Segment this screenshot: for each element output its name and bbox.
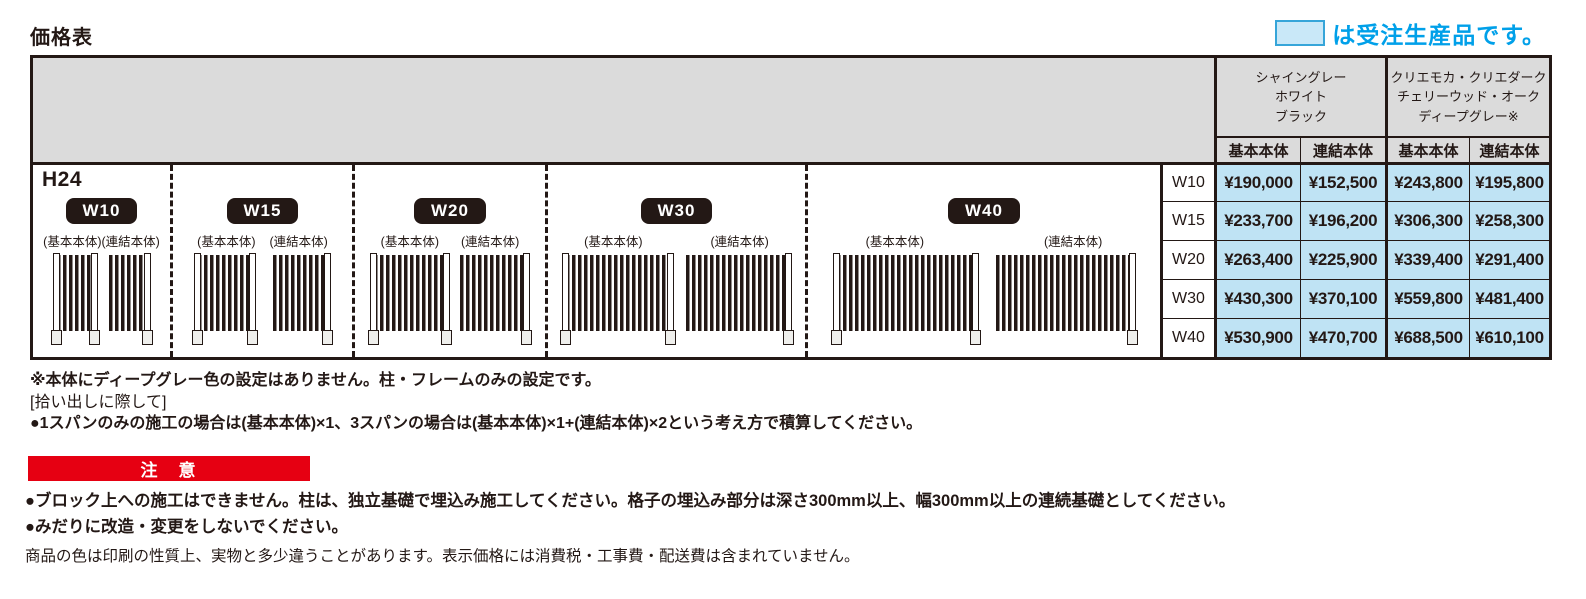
price-cell: ¥195,800 — [1469, 162, 1549, 201]
price-cell: ¥225,900 — [1300, 240, 1385, 279]
section-w30: W30 (基本本体) (連結本体) — [548, 165, 808, 357]
disclaimer-text: 商品の色は印刷の性質上、実物と多少違うことがあります。表示価格には消費税・工事費… — [25, 547, 860, 565]
price-cell: ¥339,400 — [1385, 240, 1469, 279]
price-cell: ¥306,300 — [1385, 201, 1469, 240]
basic-fence-illustration — [50, 253, 100, 345]
subheader-basic-2: 基本本体 — [1385, 136, 1469, 162]
link-body-label: (連結本体) — [269, 235, 328, 249]
basic-body-label: (基本本体) — [197, 235, 256, 249]
link-body-label: (連結本体) — [101, 235, 160, 249]
width-badge: W40 — [948, 198, 1020, 224]
subheader-link-1: 連結本体 — [1300, 136, 1385, 162]
price-cell: ¥530,900 — [1214, 318, 1300, 357]
caution-item: ●みだりに改造・変更をしないでください。 — [25, 518, 348, 536]
price-cell: ¥196,200 — [1300, 201, 1385, 240]
basic-body-label: (基本本体) — [865, 235, 924, 249]
row-label-w30: W30 — [1160, 279, 1214, 318]
price-cell: ¥481,400 — [1469, 279, 1549, 318]
link-body-label: (連結本体) — [461, 235, 520, 249]
order-color-swatch — [1275, 20, 1326, 46]
fence-size-diagram: H24 W10 (基本本体) (連結本体) W15 (基本本体) (連結本体) — [33, 162, 1160, 357]
color-name: ブラック — [1274, 108, 1327, 124]
color-name: シャイングレー — [1255, 69, 1347, 85]
basic-fence-illustration — [559, 253, 676, 345]
basic-body-label: (基本本体) — [380, 235, 439, 249]
link-fence-illustration — [685, 253, 794, 345]
link-body-label: (連結本体) — [1044, 235, 1103, 249]
made-to-order-legend: は受注生産品です。 — [1275, 16, 1546, 50]
price-cell: ¥559,800 — [1385, 279, 1469, 318]
row-label-w20: W20 — [1160, 240, 1214, 279]
color-group-header-standard: シャイングレー ホワイト ブラック — [1214, 58, 1385, 136]
link-fence-illustration — [273, 253, 333, 345]
color-name: チェリーウッド・オーク — [1396, 89, 1540, 105]
price-cell: ¥370,100 — [1300, 279, 1385, 318]
price-cell: ¥190,000 — [1214, 162, 1300, 201]
page-title: 価格表 — [30, 27, 93, 49]
color-name: クリエモカ・クリエダーク — [1390, 69, 1547, 85]
deep-gray-note: ※本体にディープグレー色の設定はありません。柱・フレームのみの設定です。 — [30, 372, 601, 389]
price-cell: ¥688,500 — [1385, 318, 1469, 357]
price-cell: ¥233,700 — [1214, 201, 1300, 240]
row-label-w15: W15 — [1160, 201, 1214, 240]
section-w40: W40 (基本本体) (連結本体) — [808, 165, 1160, 357]
width-badge: W15 — [226, 198, 299, 224]
legend-text: は受注生産品です。 — [1332, 22, 1546, 48]
price-cell: ¥263,400 — [1214, 240, 1300, 279]
pickup-heading: [拾い出しに際して] — [30, 393, 167, 411]
link-body-label: (連結本体) — [710, 235, 769, 249]
basic-fence-illustration — [192, 253, 258, 345]
link-fence-illustration — [108, 253, 153, 345]
color-name: ディープグレー※ — [1418, 108, 1519, 124]
color-group-header-wood: クリエモカ・クリエダーク チェリーウッド・オーク ディープグレー※ — [1385, 58, 1549, 136]
caution-item: ●ブロック上への施工はできません。柱は、独立基礎で埋込み施工してください。格子の… — [25, 491, 1236, 510]
subheader-link-2: 連結本体 — [1469, 136, 1549, 162]
width-badge: W30 — [640, 198, 713, 224]
link-fence-illustration — [460, 253, 532, 345]
row-label-w40: W40 — [1160, 318, 1214, 357]
table-corner — [33, 58, 1214, 162]
price-cell: ¥291,400 — [1469, 240, 1549, 279]
section-w15: W15 (基本本体) (連結本体) — [173, 165, 355, 357]
price-cell: ¥258,300 — [1469, 201, 1549, 240]
basic-body-label: (基本本体) — [43, 235, 102, 249]
basic-fence-illustration — [368, 253, 452, 345]
price-cell: ¥430,300 — [1214, 279, 1300, 318]
width-badge: W20 — [414, 198, 486, 224]
top-bar: 価格表 は受注生産品です。 — [30, 16, 1546, 50]
notes-section: ※本体にディープグレー色の設定はありません。柱・フレームのみの設定です。 [拾い… — [30, 370, 1586, 435]
section-w20: W20 (基本本体) (連結本体) — [355, 165, 548, 357]
basic-body-label: (基本本体) — [584, 235, 643, 249]
price-cell: ¥243,800 — [1385, 162, 1469, 201]
price-cell: ¥470,700 — [1300, 318, 1385, 357]
price-table: シャイングレー ホワイト ブラック クリエモカ・クリエダーク チェリーウッド・オ… — [30, 55, 1552, 360]
price-cell: ¥152,500 — [1300, 162, 1385, 201]
row-label-w10: W10 — [1160, 162, 1214, 201]
section-w10: W10 (基本本体) (連結本体) — [33, 165, 173, 357]
basic-fence-illustration — [830, 253, 981, 345]
caution-banner: 注 意 — [28, 455, 310, 481]
height-label: H24 — [42, 168, 83, 191]
width-badge: W10 — [65, 198, 138, 224]
pickup-note: ●1スパンのみの施工の場合は(基本本体)×1、3スパンの場合は(基本本体)×1+… — [30, 415, 923, 432]
link-fence-illustration — [995, 253, 1138, 345]
color-name: ホワイト — [1274, 89, 1327, 105]
caution-section: ●ブロック上への施工はできません。柱は、独立基礎で埋込み施工してください。格子の… — [25, 488, 1586, 541]
price-cell: ¥610,100 — [1469, 318, 1549, 357]
subheader-basic-1: 基本本体 — [1214, 136, 1300, 162]
